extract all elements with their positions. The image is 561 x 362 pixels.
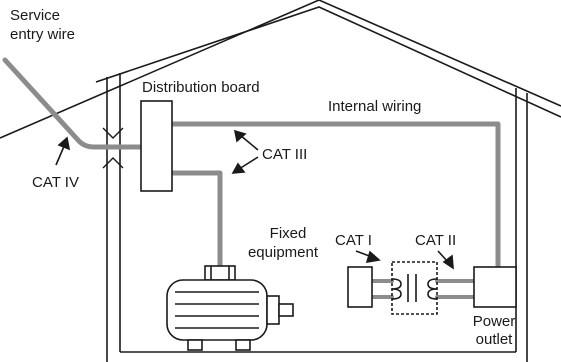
roof-inner [95, 6, 561, 118]
label-service-entry-line1: Service [10, 7, 60, 24]
arrows [55, 129, 454, 270]
label-internal-wiring: Internal wiring [328, 98, 421, 115]
wall-crossing-marks [102, 127, 124, 169]
label-service-entry-line2: entry wire [10, 26, 75, 43]
motor-icon [166, 265, 294, 351]
label-distribution-board: Distribution board [142, 79, 260, 96]
wiring [2, 57, 501, 299]
distribution-board [140, 100, 173, 192]
cat-iii-arrow-lower [238, 156, 259, 170]
label-cat-i: CAT I [335, 232, 372, 249]
label-cat-iv: CAT IV [32, 174, 79, 191]
device-box-icon [347, 266, 373, 308]
label-cat-iii: CAT III [262, 146, 307, 163]
internal-wiring-line [169, 121, 501, 270]
label-power-outlet-line2: outlet [476, 331, 514, 348]
label-fixed-equipment-line1: Fixed [270, 225, 307, 242]
transformer-icon [391, 261, 438, 315]
label-cat-ii: CAT II [415, 232, 456, 249]
label-fixed-equipment-line2: equipment [248, 244, 319, 261]
cat-iii-arrow-upper [239, 134, 259, 151]
service-entry-wire [2, 57, 148, 150]
power-outlet [473, 266, 517, 308]
label-power-outlet-line1: Power [473, 313, 516, 330]
fixed-equipment-wire [169, 170, 223, 269]
